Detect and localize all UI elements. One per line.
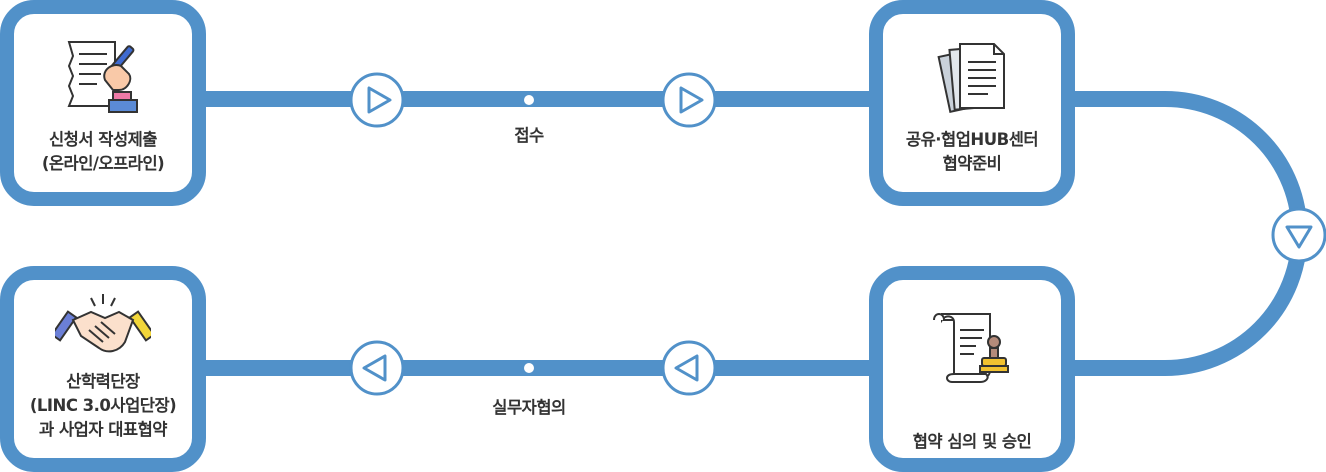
node-sign: 산학력단장 (LINC 3.0사업단장) 과 사업자 대표협약	[0, 266, 206, 472]
edge-label-consult: 실무자협의	[492, 398, 566, 417]
label-line: (LINC 3.0사업단장)	[29, 396, 177, 415]
arrow-left-icon	[349, 340, 405, 396]
connector-dot	[524, 95, 534, 105]
connector-bottom	[205, 360, 877, 376]
documents-icon	[937, 43, 1005, 113]
connector-dot	[524, 363, 534, 373]
node-sign-label: 산학력단장 (LINC 3.0사업단장) 과 사업자 대표협약	[14, 370, 192, 442]
label-line: 협약준비	[942, 154, 1002, 173]
edge-label-receive: 접수	[514, 126, 544, 145]
label-line: 공유·협업HUB센터	[905, 130, 1039, 149]
label-line: (온라인/오프라인)	[41, 154, 165, 173]
node-prepare: 공유·협업HUB센터 협약준비	[869, 0, 1075, 206]
arrow-left-icon	[661, 340, 717, 396]
label-line: 과 사업자 대표협약	[39, 420, 167, 439]
node-apply: 신청서 작성제출 (온라인/오프라인)	[0, 0, 206, 206]
connector-top	[205, 91, 877, 107]
writing-hand-icon	[67, 41, 138, 113]
scroll-stamp-icon	[933, 313, 1009, 383]
label-line: 신청서 작성제출	[48, 130, 158, 149]
label-line: 협약 심의 및 승인	[912, 432, 1032, 451]
arrow-right-icon	[661, 72, 717, 128]
node-apply-label: 신청서 작성제출 (온라인/오프라인)	[14, 128, 192, 176]
connector-curve	[1073, 91, 1308, 376]
label-line: 산학력단장	[66, 372, 140, 391]
arrow-down-icon	[1271, 207, 1326, 263]
handshake-icon	[55, 294, 151, 353]
node-prepare-label: 공유·협업HUB센터 협약준비	[883, 128, 1061, 176]
arrow-right-icon	[349, 72, 405, 128]
node-review-label: 협약 심의 및 승인	[883, 430, 1061, 454]
node-review: 협약 심의 및 승인	[869, 266, 1075, 472]
